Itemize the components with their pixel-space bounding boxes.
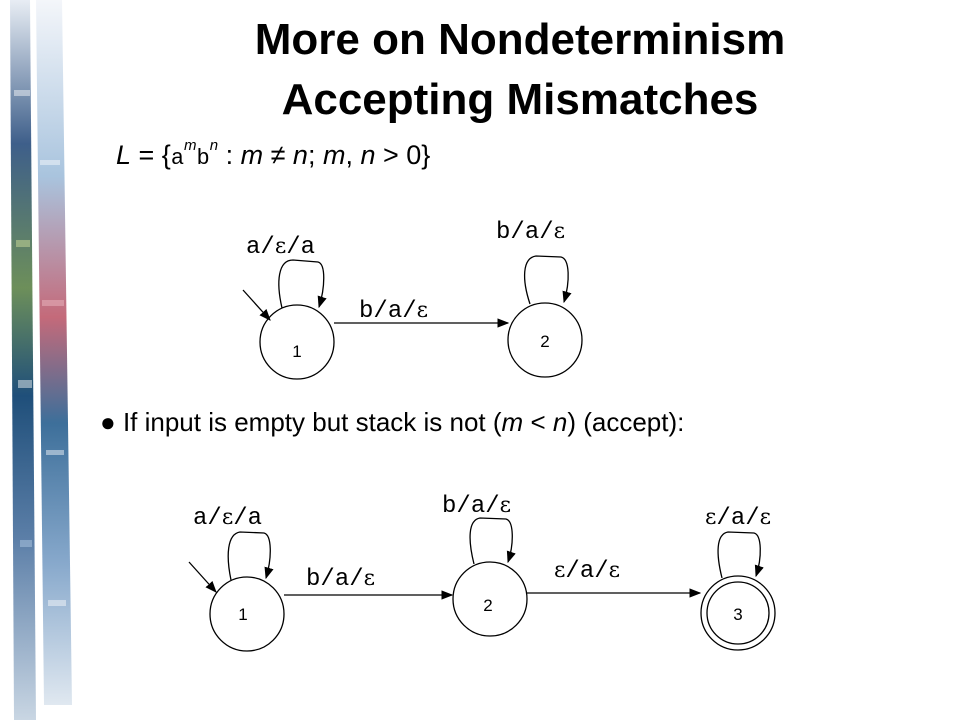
state-3-label: 3 [733,605,742,624]
greater-than-zero: > 0} [375,140,431,170]
state-1-circle [259,304,335,380]
bullet-point: ● If input is empty but stack is not (m … [100,407,684,438]
state-1-label: 1 [292,342,301,361]
comma: , [345,140,361,170]
loop-label-state-1: a/ε/a [246,234,315,261]
var-n: n [292,140,308,170]
loop-state-3 [717,531,764,579]
start-arrow-2 [188,561,217,593]
var-m: m [240,140,264,170]
edge-label-1-to-2: b/a/ε [359,298,428,325]
colon: : [218,140,241,170]
bullet-var-m: m [501,407,524,437]
loop-state-1 [278,259,327,309]
equals-brace: = { [131,140,171,170]
exponent-m: m [184,137,197,154]
loop-state-2 [469,517,516,565]
symbol-a: a [170,146,185,171]
bullet-less-than: < [523,407,553,437]
loop-label-state-2: b/a/ε [442,493,511,520]
bullet-var-n: n [552,407,568,437]
edge-label-1-to-2: b/a/ε [306,566,375,593]
pda-diagram-1: 1 2 a/ε/a b/a/ε b/a/ε [242,219,583,380]
var-n-2: n [360,140,376,170]
language-definition: L = {ambn : m ≠ n; m, n > 0} [116,137,431,171]
state-3-outer-circle [700,575,776,651]
var-m-2: m [322,140,346,170]
state-2-label: 2 [483,596,492,615]
start-arrow-1 [242,289,271,321]
exponent-n: n [209,137,219,154]
loop-state-1 [227,531,274,581]
slide-title-line1: More on Nondeterminism [254,15,786,64]
state-2-label: 2 [540,332,549,351]
slide-title-line2: Accepting Mismatches [281,75,759,124]
bullet-icon: ● [100,407,116,437]
pda-diagram-2: 1 2 3 a/ε/a b/a/ε ε/a/ε b/a/ε ε/a/ε [188,493,776,652]
language-name: L [116,140,132,170]
edge-label-2-to-3: ε/a/ε [554,558,620,585]
state-3-inner-circle [706,581,770,645]
loop-label-state-3: ε/a/ε [705,505,771,532]
not-equal: ≠ [263,140,293,170]
bullet-text-1: If input is empty but stack is not ( [115,407,502,437]
loop-label-state-1: a/ε/a [193,505,262,532]
loop-state-2 [524,255,572,305]
state-1-label: 1 [238,605,247,624]
state-2-circle [507,302,583,378]
bullet-text-2: ) (accept): [567,407,685,437]
decorative-side-strip [0,0,80,720]
loop-label-state-2: b/a/ε [496,219,565,246]
symbol-b: b [196,146,210,171]
state-1-circle [209,576,285,652]
semicolon: ; [307,140,323,170]
